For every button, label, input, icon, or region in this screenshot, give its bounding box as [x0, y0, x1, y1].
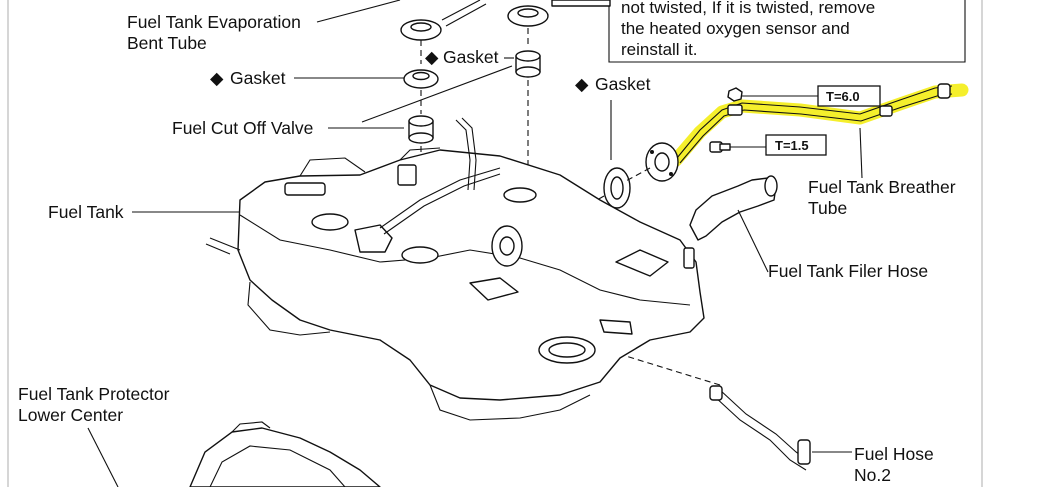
note-line-3: reinstall it.	[621, 40, 698, 59]
torque-box-1: T=6.0	[817, 85, 881, 107]
fuel-tank-protector	[189, 421, 381, 487]
label-cut-off-valve: Fuel Cut Off Valve	[172, 118, 313, 138]
label-protector-line1: Fuel Tank Protector	[18, 384, 170, 404]
torque-box-2: T=1.5	[765, 134, 827, 156]
label-fuel-hose-line1: Fuel Hose	[854, 444, 934, 464]
gasket-bullet-left: ◆	[210, 68, 224, 88]
filer-hose	[689, 175, 778, 241]
torque-value-1: T=6.0	[826, 89, 860, 104]
gasket-top	[507, 5, 549, 27]
page-right-border	[981, 0, 983, 487]
label-evap-tube-line2: Bent Tube	[127, 33, 207, 53]
gasket-bullet-top: ◆	[425, 47, 439, 67]
label-filer-hose: Fuel Tank Filer Hose	[768, 261, 928, 281]
gasket-left	[403, 69, 439, 89]
label-breather-line2: Tube	[808, 198, 847, 218]
cut-off-valve-right	[515, 50, 541, 78]
label-gasket-top: Gasket	[443, 47, 499, 67]
fuel-hose-no2	[709, 385, 811, 471]
breather-plate	[645, 142, 679, 182]
label-breather-line1: Fuel Tank Breather	[808, 177, 956, 197]
cut-off-valve-left	[408, 115, 434, 144]
bolt-small	[727, 87, 818, 102]
page-left-border	[7, 0, 9, 487]
fuel-tank	[205, 117, 705, 421]
gasket-bullet-right: ◆	[575, 74, 589, 94]
note-box	[551, 0, 966, 63]
torque-value-2: T=1.5	[775, 138, 809, 153]
label-fuel-tank: Fuel Tank	[48, 202, 124, 222]
label-fuel-hose-line2: No.2	[854, 465, 891, 485]
bolt-screw	[709, 141, 766, 153]
evap-bent-tube	[400, 0, 487, 41]
gasket-right	[603, 167, 631, 209]
label-gasket-left: Gasket	[230, 68, 286, 88]
label-evap-tube-line1: Fuel Tank Evaporation	[127, 12, 301, 32]
label-protector-line2: Lower Center	[18, 405, 123, 425]
note-line-2: the heated oxygen sensor and	[621, 19, 850, 38]
breather-tube	[676, 83, 953, 164]
breather-tube-highlight	[669, 83, 969, 167]
note-line-1: not twisted, If it is twisted, remove	[621, 0, 875, 17]
label-gasket-right: Gasket	[595, 74, 651, 94]
